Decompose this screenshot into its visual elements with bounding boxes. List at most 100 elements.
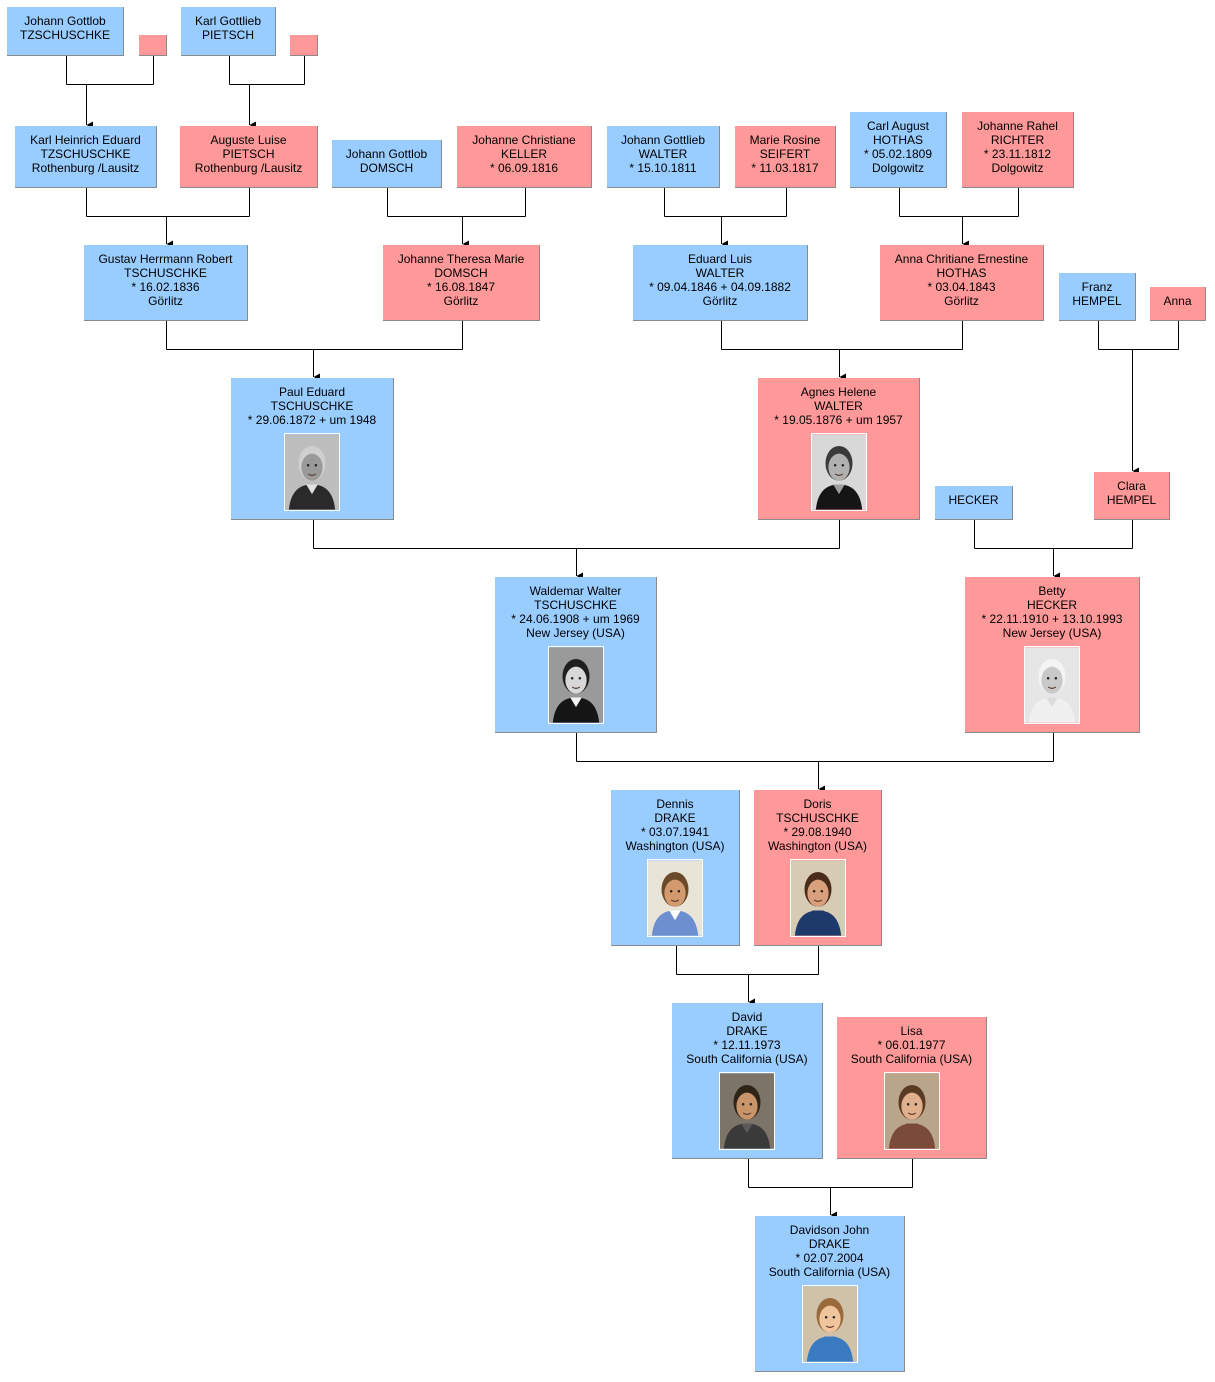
person-box-anna[interactable]: Anna — [1150, 287, 1206, 321]
person-text-line: * 06.01.1977 — [877, 1038, 946, 1052]
person-text-line: Rothenburg /Lausitz — [31, 161, 140, 175]
person-text-line: Dolgowitz — [871, 161, 925, 175]
person-text-line: Gustav Herrmann Robert — [98, 252, 233, 266]
person-text-line: TZSCHUSCHKE — [40, 147, 131, 161]
person-text-line: Carl August — [866, 119, 930, 133]
person-box-unknown_wife_2[interactable] — [290, 35, 318, 56]
person-text-line: Karl Gottlieb — [194, 14, 262, 28]
person-text-line: South California (USA) — [850, 1052, 973, 1066]
person-text-line: Doris — [803, 797, 832, 811]
person-text-line: WALTER — [638, 147, 688, 161]
person-text-line: Dennis — [656, 797, 694, 811]
person-text-line: Dolgowitz — [991, 161, 1044, 175]
person-box-unknown_wife_1[interactable] — [139, 35, 167, 56]
person-text-line: * 29.08.1940 — [783, 825, 852, 839]
person-text-line: * 05.02.1809 — [863, 147, 933, 161]
person-text-line: Johanne Theresa Marie — [397, 252, 525, 266]
person-text-line: TSCHUSCHKE — [776, 811, 859, 825]
person-text-line: Auguste Luise — [210, 133, 287, 147]
person-text-line: PIETSCH — [201, 28, 254, 42]
person-text-line: HEMPEL — [1106, 493, 1157, 507]
person-text-line: Görlitz — [443, 294, 479, 308]
portrait-photo-old-man[interactable] — [284, 433, 340, 511]
portrait-photo-bride[interactable] — [1024, 646, 1080, 724]
person-text-line: Johann Gottlob — [345, 147, 428, 161]
person-text-line: Görlitz — [148, 294, 183, 308]
person-text-line: HECKER — [1026, 598, 1077, 612]
person-text-line: DRAKE — [808, 1237, 851, 1251]
person-text-line: Görlitz — [944, 294, 979, 308]
portrait-photo-man-color[interactable] — [647, 859, 703, 937]
person-text-line: Clara — [1117, 479, 1146, 493]
person-text-line: David — [731, 1010, 763, 1024]
person-text-line: Eduard Luis — [687, 252, 753, 266]
person-text-line: New Jersey (USA) — [526, 626, 625, 640]
person-text-line: HEMPEL — [1072, 294, 1122, 308]
person-text-line: RICHTER — [990, 133, 1045, 147]
person-text-line: Johann Gottlieb — [620, 133, 706, 147]
portrait-photo-bearded-man[interactable] — [719, 1072, 775, 1150]
person-text-line: Anna — [1163, 294, 1192, 308]
person-text-line: TSCHUSCHKE — [270, 399, 354, 413]
person-text-line: DOMSCH — [359, 161, 414, 175]
person-text-line: Davidson John — [789, 1223, 870, 1237]
person-text-line: South California (USA) — [768, 1265, 891, 1279]
person-text-line: Johanne Christiane — [472, 133, 576, 147]
person-text-line: * 23.11.1812 — [983, 147, 1052, 161]
person-text-line: * 16.08.1847 — [426, 280, 496, 294]
person-text-line: WALTER — [814, 399, 863, 413]
person-text-line: * 29.06.1872 + um 1948 — [247, 413, 377, 427]
person-text-line: * 03.04.1843 — [927, 280, 996, 294]
portrait-photo-young-woman[interactable] — [883, 1072, 940, 1150]
person-text-line: Waldemar Walter — [529, 584, 622, 598]
person-text-line: DRAKE — [654, 811, 696, 825]
person-text-line: Betty — [1038, 584, 1066, 598]
person-text-line: SEIFERT — [759, 147, 811, 161]
person-text-line: Anna Chritiane Ernestine — [894, 252, 1029, 266]
person-text-line: * 15.10.1811 — [629, 161, 697, 175]
person-box-hecker[interactable]: HECKER — [935, 486, 1013, 520]
person-text-line: * 24.06.1908 + um 1969 — [511, 612, 640, 626]
portrait-photo-old-woman[interactable] — [810, 433, 867, 511]
person-text-line: * 11.03.1817 — [751, 161, 819, 175]
person-text-line: * 02.07.2004 — [795, 1251, 864, 1265]
person-text-line: KELLER — [500, 147, 548, 161]
portrait-photo-woman-color[interactable] — [789, 859, 846, 937]
person-text-line: Marie Rosine — [749, 133, 821, 147]
person-text-line: Lisa — [900, 1024, 923, 1038]
person-text-line: TSCHUSCHKE — [124, 266, 207, 280]
person-text-line: HECKER — [948, 493, 999, 507]
portrait-photo-child[interactable] — [801, 1285, 858, 1363]
person-text-line: Washington (USA) — [768, 839, 867, 853]
person-text-line: HOTHAS — [872, 133, 923, 147]
person-text-line: PIETSCH — [222, 147, 275, 161]
portrait-photo-young-man-bw[interactable] — [547, 646, 604, 724]
